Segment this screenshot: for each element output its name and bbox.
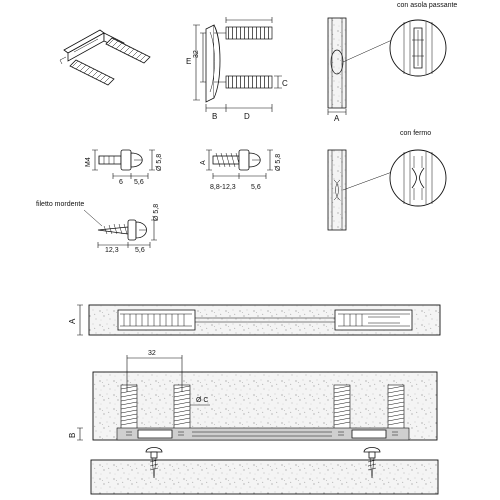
dim-a-plan-label: A [68, 318, 77, 324]
dim-m4-label: M4 [85, 157, 92, 167]
dim-dia-5-8-b-label: Ø 5,8 [275, 154, 282, 171]
connector-isometric-view [59, 29, 151, 86]
anchor-3 [333, 384, 351, 430]
anchor-4 [387, 384, 405, 430]
dim-c-label: C [282, 79, 288, 88]
dim-dia-c-label: Ø C [196, 397, 208, 404]
screw-bottom-left [145, 447, 163, 479]
dim-6-label: 6 [119, 179, 123, 186]
slot-caption: con asola passante [397, 2, 457, 9]
dim-a-front-label: A [334, 114, 340, 123]
dim-range-label: 8,8-12,3 [210, 184, 236, 191]
dim-32-bottom-label: 32 [148, 350, 156, 357]
dim-b-label: B [212, 112, 217, 121]
dim-dia-5-8-c-label: Ø 5,8 [153, 204, 160, 221]
slot-detail-circle [389, 19, 447, 77]
dim-e-label: E [186, 57, 191, 66]
panel-side-view-stop [327, 149, 393, 231]
dim-32-label: 32 [193, 50, 200, 58]
dim-d-label: D [244, 112, 250, 121]
stop-caption: con fermo [400, 130, 431, 137]
stop-detail-circle [389, 149, 447, 207]
screw-bottom-right [363, 447, 381, 479]
screw-a [206, 149, 273, 179]
screw-m4 [92, 149, 155, 179]
wood-screw [83, 209, 157, 248]
anchor-1 [120, 384, 138, 430]
dim-a-mid-label: A [200, 160, 207, 165]
dim-dia-5-8-a-label: Ø 5,8 [156, 154, 163, 171]
dim-5-6-b-label: 5,6 [251, 184, 261, 191]
connector-front-view [193, 17, 282, 112]
dim-5-6-c-label: 5,6 [135, 247, 145, 254]
panel-plan-view [77, 304, 441, 336]
dim-12-3-label: 12,3 [105, 247, 119, 254]
panel-side-view-top [327, 17, 393, 115]
iso-anchor-lower [69, 59, 115, 86]
thread-caption: filetto mordente [36, 201, 84, 208]
dim-b-bottom-label: B [68, 433, 77, 438]
dim-5-6-a-label: 5,6 [134, 179, 144, 186]
panel-bottom-view [90, 447, 439, 495]
panel-section-view [77, 355, 438, 441]
iso-anchor-upper [105, 37, 151, 64]
